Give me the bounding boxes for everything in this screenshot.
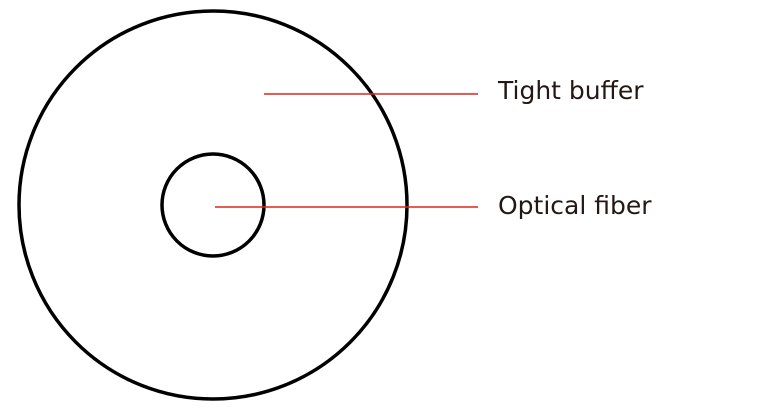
tight-buffer-label: Tight buffer [498,76,644,105]
optical-fiber-circle [160,152,266,258]
optical-fiber-label: Optical fiber [498,191,652,220]
tight-buffer-circle [17,9,409,401]
